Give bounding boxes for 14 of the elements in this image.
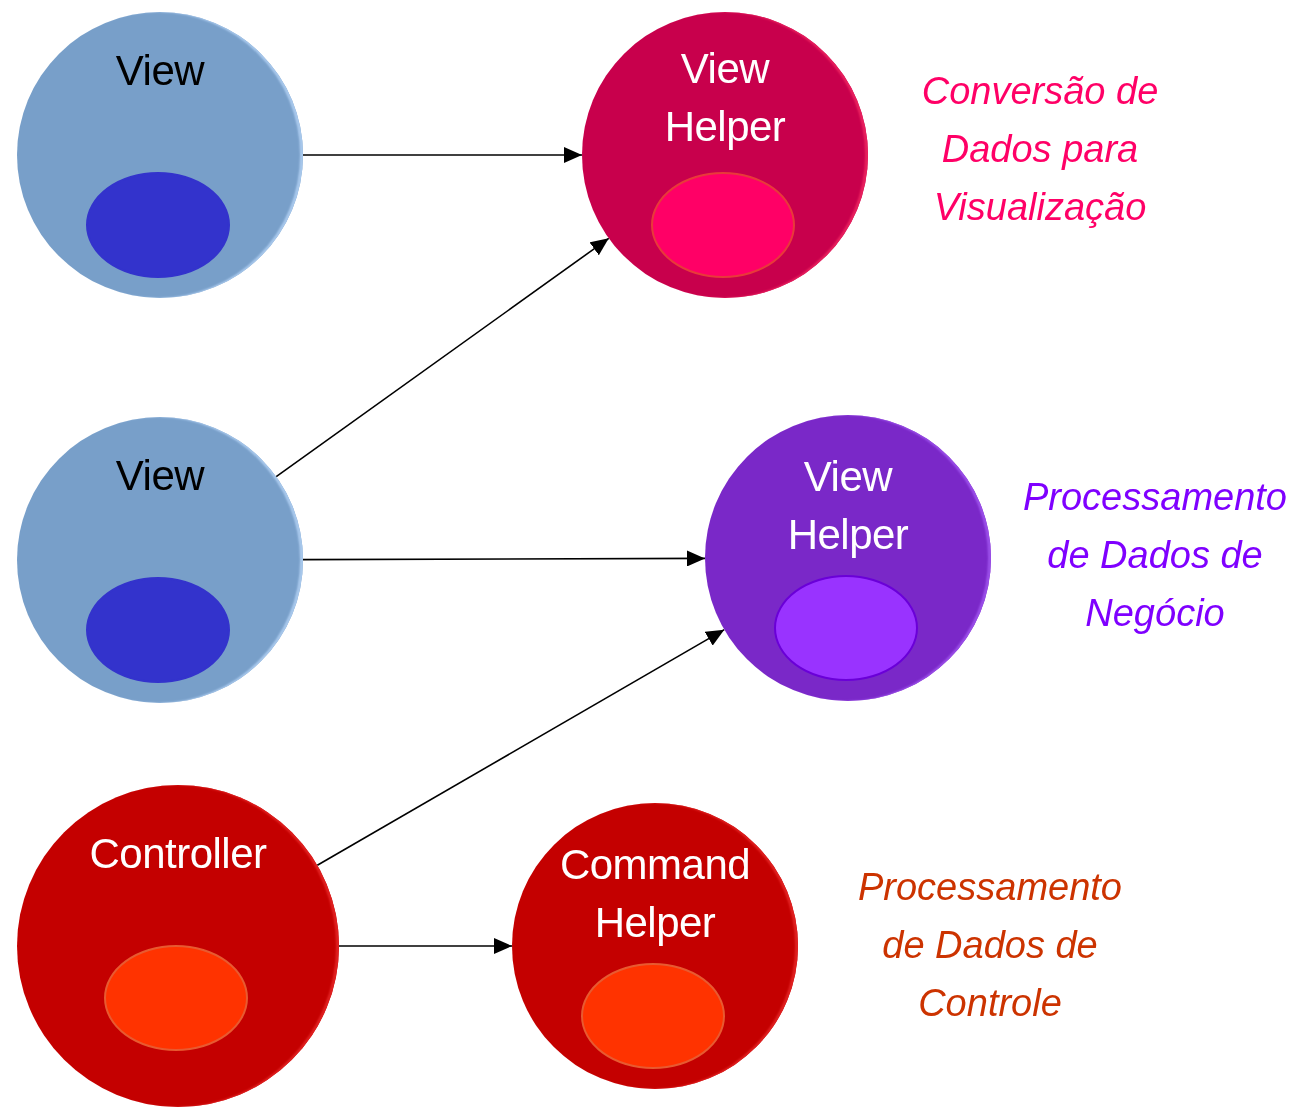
arrow — [316, 628, 726, 867]
description-text: Processamento de Dados de Controle — [857, 865, 1123, 1026]
arrow — [302, 147, 583, 163]
node-label: View Helper — [786, 452, 910, 560]
arrow — [275, 237, 610, 478]
node-label: Controller — [88, 829, 268, 879]
node-label: View — [114, 46, 206, 96]
description-text: Conversão de Dados para Visualização — [920, 69, 1160, 230]
arrow — [302, 550, 706, 567]
node-label: Command Helper — [558, 840, 752, 948]
description-text: Processamento de Dados de Negócio — [1022, 475, 1288, 636]
node-label: View Helper — [663, 44, 787, 152]
arrow — [338, 938, 513, 954]
node-label: View — [114, 451, 206, 501]
